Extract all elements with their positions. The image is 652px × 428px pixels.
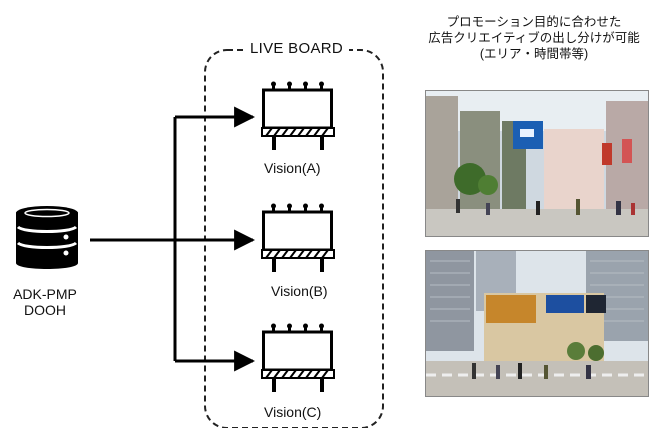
caption-line2: 広告クリエイティブの出し分けが可能 — [428, 31, 640, 45]
billboard-icon-a — [260, 80, 336, 152]
vision-b-label: Vision(B) — [271, 283, 328, 299]
live-board-title: LIVE BOARD — [244, 40, 350, 57]
database-icon — [16, 206, 78, 269]
source-label: ADK-PMP DOOH — [0, 286, 90, 318]
billboard-icon-c — [260, 322, 336, 394]
vision-a-label: Vision(A) — [264, 160, 321, 176]
photo-icon — [426, 91, 648, 236]
caption-line3: (エリア・時間帯等) — [479, 47, 589, 61]
vision-c-label: Vision(C) — [264, 404, 322, 420]
source-label-line2: DOOH — [24, 302, 66, 318]
billboard-icon-b — [260, 202, 336, 274]
street-photo-bottom — [425, 250, 649, 397]
source-label-line1: ADK-PMP — [13, 286, 77, 302]
street-photo-top — [425, 90, 649, 237]
photo-icon — [426, 251, 648, 396]
caption: プロモーション目的に合わせた 広告クリエイティブの出し分けが可能 (エリア・時間… — [418, 14, 650, 62]
caption-line1: プロモーション目的に合わせた — [446, 15, 622, 29]
